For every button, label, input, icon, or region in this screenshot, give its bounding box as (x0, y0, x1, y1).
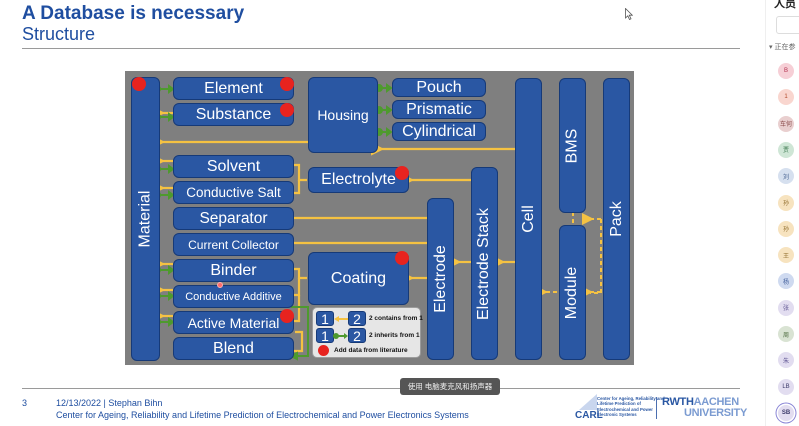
participant-avatar[interactable]: 朱 (778, 352, 794, 369)
literature-dot-substance (280, 103, 294, 117)
participant-avatar[interactable]: 王 (778, 247, 794, 264)
node-housing[interactable]: Housing (308, 77, 378, 153)
legend-inherits-node-1: 1 (316, 328, 334, 344)
node-module[interactable]: Module (559, 225, 586, 360)
slide-title: A Database is necessary (22, 3, 245, 24)
node-conductive-salt[interactable]: Conductive Salt (173, 181, 294, 204)
literature-dot-element (280, 77, 294, 91)
logo-separator (656, 397, 657, 419)
legend-contains-node-1: 1 (316, 311, 334, 327)
node-cylindrical[interactable]: Cylindrical (392, 122, 486, 141)
node-pouch[interactable]: Pouch (392, 78, 486, 97)
carl-logo-text: Center for Ageing, Reliability and Lifet… (597, 396, 665, 418)
legend-inherits-node-2: 2 (348, 328, 366, 344)
node-electrode[interactable]: Electrode (427, 198, 454, 360)
arrow-module-bms (590, 219, 602, 294)
slide-subtitle: Structure (22, 24, 96, 44)
legend-inherits-arrow-icon (333, 333, 348, 339)
legend-literature-label: Add data from literature (334, 347, 408, 354)
node-electrode-stack[interactable]: Electrode Stack (471, 167, 498, 360)
literature-dot-electrolyte (395, 166, 409, 180)
arrow-blend-active (291, 330, 304, 353)
legend-contains-node-2: 2 (348, 311, 366, 327)
participant-avatar[interactable]: 张 (778, 299, 794, 316)
laser-pointer-icon (217, 282, 223, 288)
legend-contains-label: 2 contains from 1 (369, 315, 423, 322)
mouse-cursor-icon (625, 8, 633, 20)
inherit-arrows-housing (375, 83, 393, 137)
inherit-arrow-active-blend (291, 306, 309, 357)
header-divider (22, 48, 740, 49)
literature-dot-active-material (280, 309, 294, 323)
node-prismatic[interactable]: Prismatic (392, 100, 486, 119)
arrow-electrolyte-solvent (280, 158, 307, 182)
participant-avatar[interactable]: 贾 (778, 141, 794, 158)
participant-avatar[interactable]: 杨 (778, 273, 794, 290)
footer-divider (22, 388, 740, 389)
participant-avatar[interactable]: 孙 (778, 220, 794, 237)
node-element[interactable]: Element (173, 77, 294, 100)
node-solvent[interactable]: Solvent (173, 155, 294, 178)
node-coating[interactable]: Coating (308, 252, 409, 305)
node-blend[interactable]: Blend (173, 337, 294, 360)
footer-date-author: 12/13/2022 | Stephan Bihn (56, 398, 163, 408)
participant-avatar[interactable]: SB (778, 404, 794, 421)
node-separator[interactable]: Separator (173, 207, 294, 230)
node-active-material[interactable]: Active Material (173, 311, 294, 334)
microphone-tooltip: 使用 电脑麦克风和扬声器 (400, 378, 500, 395)
node-material[interactable]: Material (131, 77, 160, 361)
node-electrolyte[interactable]: Electrolyte (308, 167, 409, 193)
carl-logo-word: CARL (575, 410, 603, 421)
participants-panel-title: 人员 (774, 0, 796, 10)
node-bms[interactable]: BMS (559, 78, 586, 213)
diagram-legend: 1 2 2 contains from 1 1 2 2 inherits fro… (312, 307, 423, 358)
arrow-coating-binder (280, 262, 307, 280)
participants-status-label: ▾ 正在参 (769, 44, 796, 51)
participant-avatar[interactable]: 刘 (778, 168, 794, 185)
node-cell[interactable]: Cell (515, 78, 542, 360)
presentation-slide: A Database is necessary Structure (22, 3, 748, 421)
participant-avatar[interactable]: B (778, 63, 794, 79)
participant-avatar[interactable]: 车何 (778, 115, 794, 132)
node-binder[interactable]: Binder (173, 259, 294, 282)
node-substance[interactable]: Substance (173, 103, 294, 126)
participants-search-input[interactable] (776, 16, 799, 34)
battery-database-diagram: Material Element Substance Solvent Condu… (125, 71, 634, 365)
participant-avatar[interactable]: 周 (778, 326, 794, 342)
node-current-collector[interactable]: Current Collector (173, 233, 294, 256)
page-number: 3 (22, 398, 28, 408)
participant-avatar[interactable]: 1 (778, 89, 794, 106)
rwth-logo: RWTHAACHEN (662, 396, 739, 408)
rwth-logo-university: UNIVERSITY (684, 407, 748, 419)
literature-dot-material (132, 77, 146, 91)
legend-literature-dot-icon (318, 345, 329, 356)
legend-contains-arrow-icon (334, 316, 348, 322)
node-conductive-additive[interactable]: Conductive Additive (173, 285, 294, 308)
participant-avatar[interactable]: 孙 (778, 194, 794, 211)
footer-institute: Center for Ageing, Reliability and Lifet… (56, 410, 469, 420)
literature-dot-coating (395, 251, 409, 265)
carl-logo-mark-icon (579, 394, 597, 410)
participant-avatar[interactable]: LB (778, 378, 794, 395)
legend-inherits-label: 2 inherits from 1 (369, 332, 420, 339)
node-pack[interactable]: Pack (603, 78, 630, 360)
